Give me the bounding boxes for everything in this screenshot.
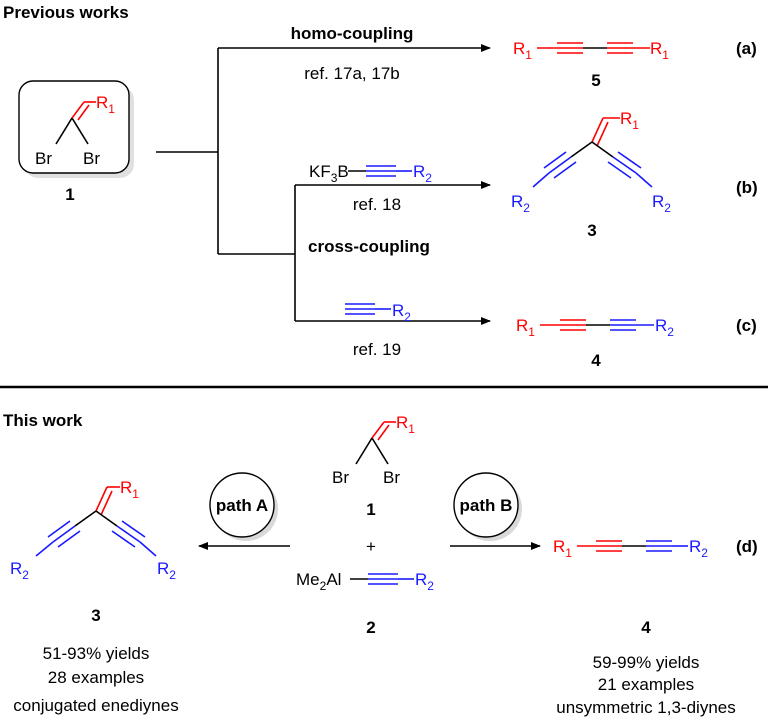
ref-17: ref. 17a, 17b (304, 64, 399, 83)
compound-1-box: R1 Br Br (18, 80, 134, 178)
product-3-yields: 51-93% yields (43, 644, 150, 663)
svg-text:R2: R2 (413, 162, 432, 185)
product-3-label: 3 (91, 606, 100, 625)
svg-text:R2: R2 (10, 559, 29, 582)
starting-material-2: Me2Al R2 (296, 570, 434, 593)
compound-1-label: 1 (65, 185, 74, 204)
tag-c: (c) (736, 316, 757, 335)
path-b-badge: path B (453, 472, 522, 541)
svg-text:R1: R1 (620, 109, 639, 132)
product-4-structure-c: R1 R2 (516, 316, 674, 339)
svg-text:R2: R2 (655, 316, 674, 339)
tag-d: (d) (736, 537, 758, 556)
svg-text:R2: R2 (392, 301, 411, 324)
svg-text:R2: R2 (652, 192, 671, 215)
plus-sign: + (366, 537, 376, 556)
product-5-label: 5 (591, 71, 600, 90)
product-4-examples: 21 examples (598, 675, 694, 694)
svg-text:R1: R1 (553, 537, 572, 560)
ref-18: ref. 18 (353, 195, 401, 214)
product-4-description: unsymmetric 1,3-diynes (556, 698, 736, 717)
starting-material-2-label: 2 (366, 618, 375, 637)
product-4-structure-d: R1 R2 (553, 537, 708, 560)
svg-text:Me2Al: Me2Al (296, 570, 341, 593)
homo-coupling-label: homo-coupling (291, 24, 414, 43)
reagent-c: R2 (345, 301, 411, 324)
product-3-structure: R1 R2 R2 (10, 478, 176, 582)
reagent-b: KF3B R2 (309, 162, 432, 185)
svg-text:R1: R1 (96, 93, 115, 116)
cross-coupling-label: cross-coupling (308, 237, 430, 256)
svg-text:Br: Br (35, 149, 52, 168)
product-3-description: conjugated enediynes (13, 696, 178, 715)
tag-b: (b) (736, 178, 758, 197)
svg-text:Br: Br (83, 149, 100, 168)
product-4-yields: 59-99% yields (593, 653, 700, 672)
svg-text:Br: Br (332, 468, 349, 487)
svg-text:R1: R1 (650, 39, 669, 62)
svg-text:R1: R1 (513, 39, 532, 62)
product-3-label-b: 3 (587, 221, 596, 240)
svg-text:KF3B: KF3B (309, 162, 349, 185)
svg-text:R1: R1 (396, 413, 415, 436)
product-3-structure-b: R1 R2 R2 (511, 109, 671, 215)
svg-text:R2: R2 (511, 192, 530, 215)
product-4-label: 4 (641, 618, 651, 637)
this-work-heading: This work (3, 411, 83, 430)
product-4-label-c: 4 (591, 351, 601, 370)
svg-text:path B: path B (460, 496, 513, 515)
svg-text:R2: R2 (689, 537, 708, 560)
svg-text:R1: R1 (516, 316, 535, 339)
svg-text:R1: R1 (120, 478, 139, 501)
svg-text:R2: R2 (415, 570, 434, 593)
svg-text:R2: R2 (157, 559, 176, 582)
starting-material-1: R1 Br Br (332, 413, 415, 487)
previous-works-heading: Previous works (3, 3, 129, 22)
ref-19: ref. 19 (353, 340, 401, 359)
svg-text:path A: path A (216, 496, 268, 515)
svg-text:Br: Br (383, 468, 400, 487)
starting-material-1-label: 1 (366, 500, 375, 519)
path-a-badge: path A (209, 472, 278, 541)
tag-a: (a) (736, 39, 757, 58)
product-3-examples: 28 examples (48, 668, 144, 687)
product-5-structure: R1 R1 (513, 39, 669, 62)
